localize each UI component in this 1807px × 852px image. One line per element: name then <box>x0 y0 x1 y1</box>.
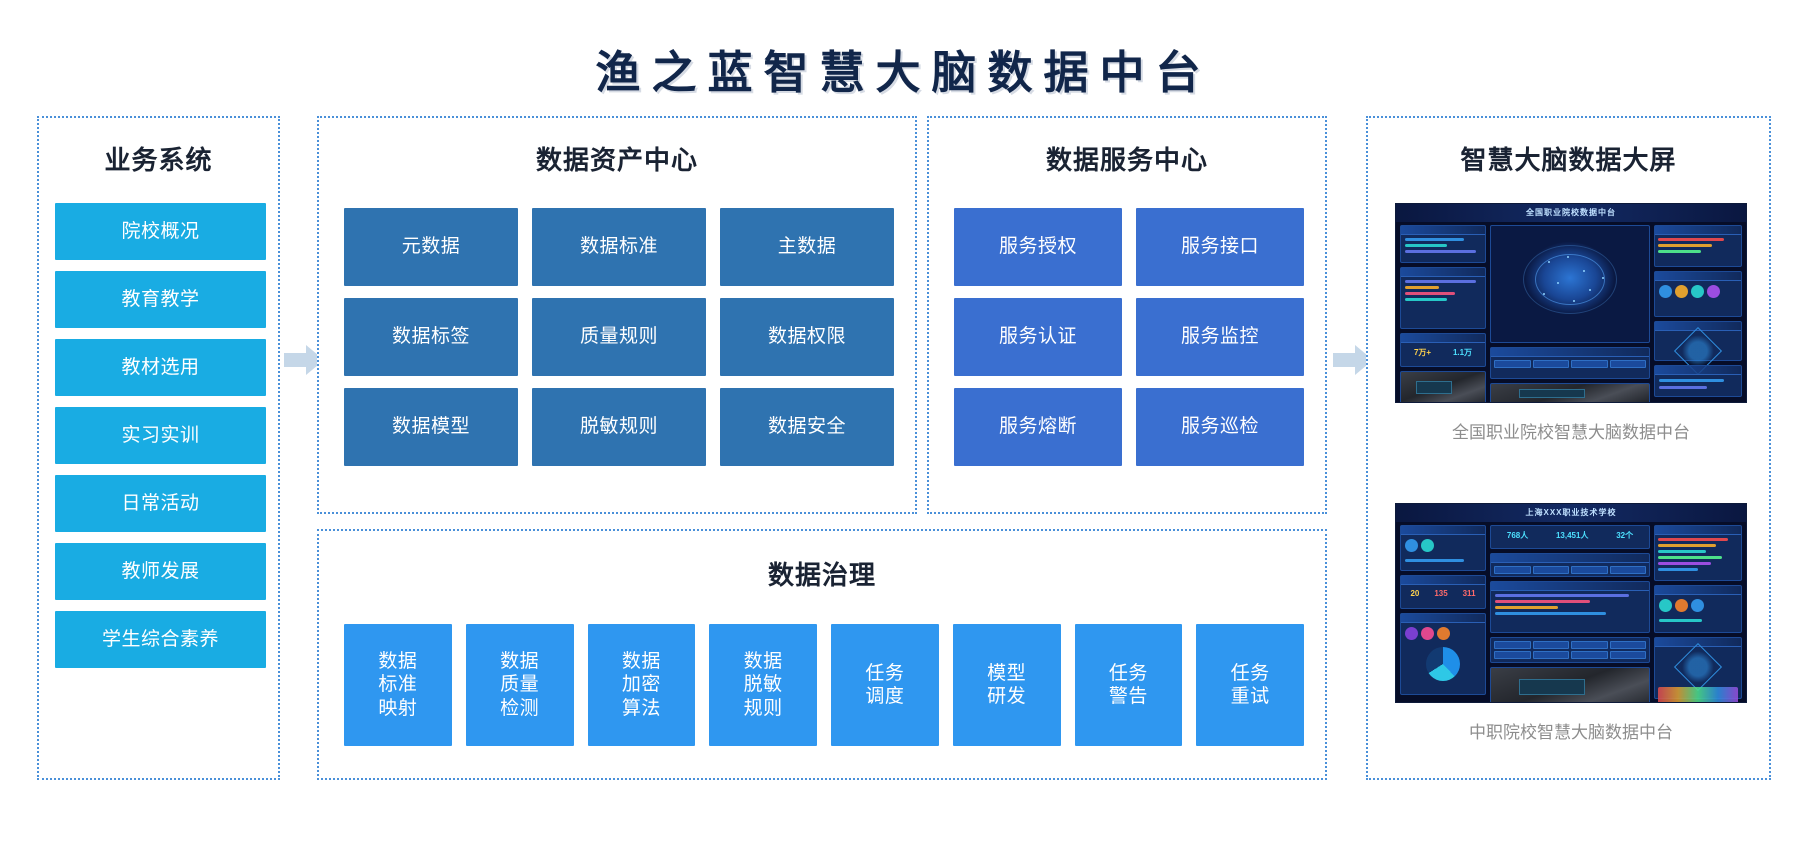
dash-block <box>1490 581 1650 633</box>
asset-card-3[interactable]: 数据标签 <box>344 298 518 376</box>
business-item-3[interactable]: 实习实训 <box>55 407 266 464</box>
panel-screen-title: 智慧大脑数据大屏 <box>1460 145 1677 175</box>
dash-number: 311 <box>1462 589 1476 598</box>
dashboard-1-center-column <box>1490 225 1650 402</box>
dashboard-1-header: 全国职业院校数据中台 <box>1396 204 1746 222</box>
governance-card-2[interactable]: 数据 加密 算法 <box>587 624 696 746</box>
service-card-4[interactable]: 服务熔断 <box>954 388 1122 466</box>
dashboard-1-caption: 全国职业院校智慧大脑数据中台 <box>1452 423 1690 442</box>
dash-map-block <box>1490 225 1650 343</box>
dashboard-thumbnail-2-wrapper: 上海XXX职业技术学校 20 135 <box>1395 503 1747 743</box>
asset-card-1[interactable]: 数据标准 <box>532 208 706 286</box>
service-card-0[interactable]: 服务授权 <box>954 208 1122 286</box>
dash-block: 7万+ 1.1万 <box>1400 333 1486 367</box>
asset-card-8[interactable]: 数据安全 <box>720 388 894 466</box>
dashboard-thumbnail-2[interactable]: 上海XXX职业技术学校 20 135 <box>1395 503 1747 703</box>
dashboard-2-left-column: 20 135 311 <box>1400 525 1486 698</box>
page-title: 渔之蓝智慧大脑数据中台 <box>595 47 1212 98</box>
governance-card-3[interactable]: 数据 脱敏 规则 <box>709 624 817 746</box>
dash-number: 135 <box>1434 589 1448 598</box>
business-item-0[interactable]: 院校概况 <box>55 203 266 260</box>
panel-governance-title: 数据治理 <box>767 560 876 590</box>
service-card-1[interactable]: 服务接口 <box>1136 208 1304 286</box>
dash-block <box>1490 553 1650 577</box>
dash-block <box>1654 271 1742 317</box>
dash-stat: 1.1万 <box>1452 348 1473 357</box>
dash-block <box>1490 347 1650 379</box>
panel-data-asset-center: 数据资产中心 元数据 数据标准 主数据 数据标签 质量规则 数据权限 数据模型 … <box>317 116 917 514</box>
governance-card-4[interactable]: 任务 调度 <box>831 624 939 746</box>
service-card-3[interactable]: 服务监控 <box>1136 298 1304 376</box>
panel-data-service-center: 数据服务中心 服务授权 服务接口 服务认证 服务监控 服务熔断 服务巡检 <box>927 116 1327 514</box>
business-item-5[interactable]: 教师发展 <box>55 543 266 600</box>
dashboard-2-right-column <box>1654 525 1742 702</box>
arrow-right-icon-service-to-screen <box>1333 343 1373 377</box>
dash-video-tile <box>1490 667 1650 702</box>
dash-block <box>1400 225 1486 263</box>
governance-card-5[interactable]: 模型 研发 <box>952 624 1061 746</box>
dashboard-2-numbers: 20 135 311 <box>1401 585 1485 602</box>
asset-card-0[interactable]: 元数据 <box>344 208 518 286</box>
dash-block <box>1654 525 1742 581</box>
dashboard-1-left-column: 7万+ 1.1万 <box>1400 225 1486 402</box>
dash-video-tile <box>1400 371 1486 402</box>
governance-card-1[interactable]: 数据 质量 检测 <box>465 624 574 746</box>
business-item-6[interactable]: 学生综合素养 <box>55 611 266 668</box>
asset-card-grid: 元数据 数据标准 主数据 数据标签 质量规则 数据权限 数据模型 脱敏规则 数据… <box>344 208 894 466</box>
asset-card-7[interactable]: 脱敏规则 <box>532 388 706 466</box>
dash-block <box>1400 267 1486 329</box>
dash-block <box>1654 225 1742 267</box>
panel-business-title: 业务系统 <box>104 145 213 175</box>
dash-block <box>1654 365 1742 397</box>
dashboard-2-center-column: 768人 13,451人 32个 <box>1490 525 1650 702</box>
dash-block <box>1400 525 1486 571</box>
panel-service-title: 数据服务中心 <box>1045 145 1208 175</box>
dash-block <box>1490 637 1650 663</box>
dash-stat: 7万+ <box>1413 348 1432 357</box>
business-item-1[interactable]: 教育教学 <box>55 271 266 328</box>
dash-stat: 13,451人 <box>1555 531 1589 540</box>
dash-block <box>1654 321 1742 376</box>
governance-card-7[interactable]: 任务 重试 <box>1196 624 1304 746</box>
service-card-2[interactable]: 服务认证 <box>954 298 1122 376</box>
dash-stat: 32个 <box>1616 531 1634 540</box>
dash-video-tile <box>1490 383 1650 402</box>
asset-card-4[interactable]: 质量规则 <box>532 298 706 376</box>
dash-block <box>1654 585 1742 633</box>
dash-block <box>1654 637 1742 702</box>
asset-card-2[interactable]: 主数据 <box>720 208 894 286</box>
governance-card-row: 数据 标准 映射 数据 质量 检测 数据 加密 算法 数据 脱敏 规则 任务 调… <box>344 624 1304 746</box>
panel-data-governance: 数据治理 数据 标准 映射 数据 质量 检测 数据 加密 算法 数据 脱敏 规则… <box>317 529 1327 780</box>
dashboard-1-right-column <box>1654 225 1742 398</box>
dashboard-2-stats: 768人 13,451人 32个 <box>1490 525 1650 549</box>
dashboard-2-caption: 中职院校智慧大脑数据中台 <box>1469 723 1673 742</box>
dash-pie-block <box>1400 613 1486 695</box>
panel-asset-title: 数据资产中心 <box>535 145 698 175</box>
asset-card-5[interactable]: 数据权限 <box>720 298 894 376</box>
dash-number-block: 20 135 311 <box>1400 575 1486 609</box>
business-item-list: 院校概况 教育教学 教材选用 实习实训 日常活动 教师发展 学生综合素养 <box>55 203 266 668</box>
dash-stat: 768人 <box>1506 531 1529 540</box>
service-card-5[interactable]: 服务巡检 <box>1136 388 1304 466</box>
asset-card-6[interactable]: 数据模型 <box>344 388 518 466</box>
service-card-grid: 服务授权 服务接口 服务认证 服务监控 服务熔断 服务巡检 <box>954 208 1304 466</box>
business-item-4[interactable]: 日常活动 <box>55 475 266 532</box>
dashboard-2-header: 上海XXX职业技术学校 <box>1396 504 1746 522</box>
governance-card-6[interactable]: 任务 警告 <box>1074 624 1183 746</box>
panel-smart-brain-screen: 智慧大脑数据大屏 全国职业院校数据中台 <box>1366 116 1771 780</box>
dash-number: 20 <box>1410 589 1420 598</box>
panel-business-system: 业务系统 院校概况 教育教学 教材选用 实习实训 日常活动 教师发展 学生综合素… <box>37 116 280 780</box>
governance-card-0[interactable]: 数据 标准 映射 <box>344 624 452 746</box>
dashboard-thumbnail-1-wrapper: 全国职业院校数据中台 7万+ 1 <box>1395 203 1747 443</box>
dashboard-1-stats: 7万+ 1.1万 <box>1401 343 1485 362</box>
business-item-2[interactable]: 教材选用 <box>55 339 266 396</box>
arrow-right-icon-business-to-asset <box>284 343 324 377</box>
dashboard-thumbnail-1[interactable]: 全国职业院校数据中台 7万+ 1 <box>1395 203 1747 403</box>
